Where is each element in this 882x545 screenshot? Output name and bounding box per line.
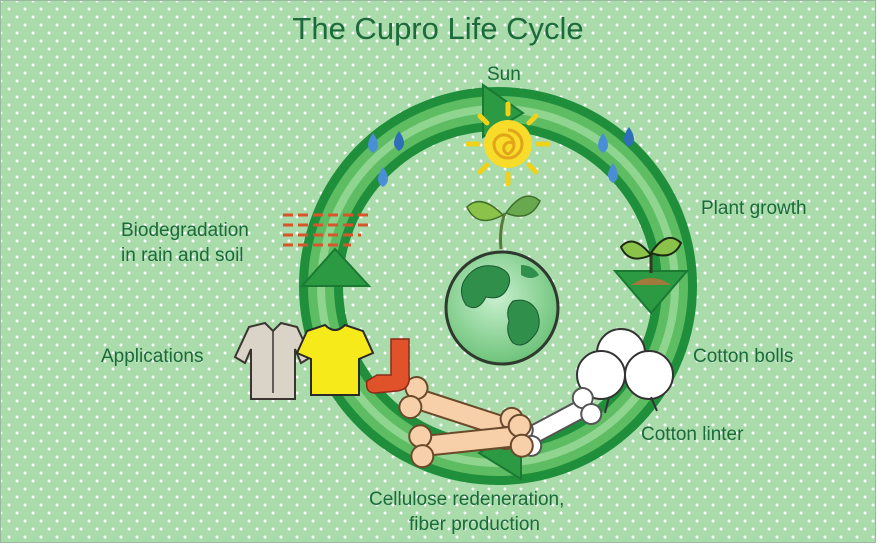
label-cellulose-line1: Cellulose redeneration, [369, 488, 564, 512]
label-biodegradation-line2: in rain and soil [121, 244, 244, 268]
sock-icon [367, 339, 410, 393]
shirt-icon [235, 323, 311, 399]
sprout-icon [467, 196, 540, 249]
earth-globe-icon [446, 252, 558, 364]
label-sun: Sun [487, 63, 521, 87]
label-biodegradation-line1: Biodegradation [121, 219, 249, 243]
label-cellulose-line2: fiber production [409, 513, 540, 537]
label-cotton-bolls: Cotton bolls [693, 345, 793, 369]
page-title: The Cupro Life Cycle [1, 11, 875, 47]
label-cotton-linter: Cotton linter [641, 423, 743, 447]
sun-icon [468, 104, 548, 184]
label-plant-growth: Plant growth [701, 197, 807, 221]
label-applications: Applications [101, 345, 203, 369]
